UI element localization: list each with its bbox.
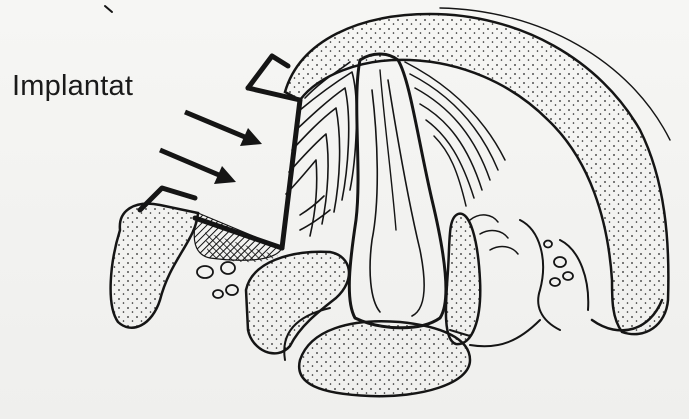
arrow-icon bbox=[160, 112, 262, 184]
left-cartilage bbox=[111, 204, 198, 328]
small-nodules bbox=[197, 262, 238, 298]
central-structure bbox=[349, 54, 446, 328]
